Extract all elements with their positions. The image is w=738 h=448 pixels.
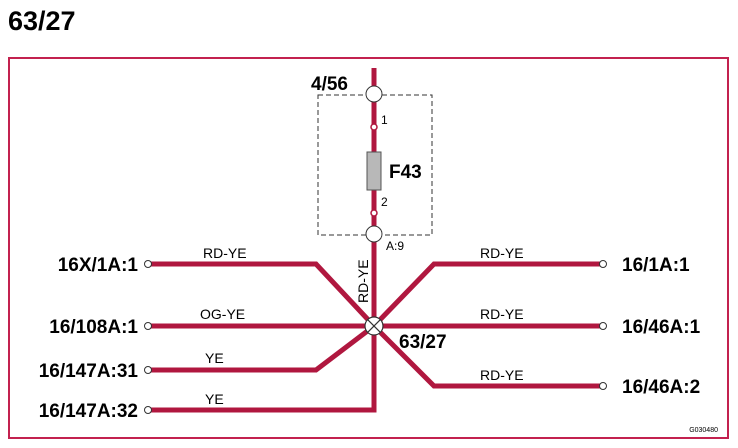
terminal-label-left-1: 16X/1A:1 bbox=[58, 255, 139, 276]
connector-a9-label: A:9 bbox=[386, 239, 404, 253]
wire-color-left-4: YE bbox=[205, 391, 224, 407]
terminal-label-left-2: 16/108A:1 bbox=[49, 317, 138, 338]
terminal-dot-left-3 bbox=[144, 366, 152, 374]
vertical-wire-color-label: RD-YE bbox=[355, 259, 371, 303]
fuse-f43 bbox=[366, 151, 382, 191]
splice-label: 63/27 bbox=[399, 332, 447, 353]
page-title: 63/27 bbox=[8, 6, 76, 36]
connector-4-56 bbox=[365, 85, 383, 103]
terminal-label-left-3: 16/147A:31 bbox=[39, 361, 139, 382]
wire-color-left-3: YE bbox=[205, 350, 224, 366]
terminal-dot-right-1 bbox=[599, 260, 607, 268]
terminal-dot-right-3 bbox=[599, 382, 607, 390]
wire-color-right-1: RD-YE bbox=[480, 245, 524, 261]
fuse-name-label: F43 bbox=[389, 162, 422, 183]
terminal-dot-left-1 bbox=[144, 260, 152, 268]
wire-color-left-1: RD-YE bbox=[203, 245, 247, 261]
terminal-dot-right-2 bbox=[599, 322, 607, 330]
wire-right-3 bbox=[372, 324, 603, 389]
wire-left-1 bbox=[148, 261, 376, 328]
drawing-code: G030480 bbox=[689, 427, 718, 434]
connector-a9 bbox=[365, 225, 383, 243]
terminal-dot-left-4 bbox=[144, 406, 152, 414]
wire-color-right-2: RD-YE bbox=[480, 306, 524, 322]
terminal-label-right-1: 16/1A:1 bbox=[622, 255, 690, 276]
wire-left-3 bbox=[148, 324, 376, 373]
fuse-pin-1-label: 1 bbox=[381, 113, 388, 127]
wire-color-right-3: RD-YE bbox=[480, 367, 524, 383]
wire-right-1 bbox=[372, 261, 603, 328]
terminal-dot-left-2 bbox=[144, 322, 152, 330]
terminal-label-left-4: 16/147A:32 bbox=[39, 401, 138, 422]
fuse-pin-2-dot bbox=[370, 209, 378, 217]
diagram-frame bbox=[8, 57, 729, 439]
terminal-label-right-2: 16/46A:1 bbox=[622, 317, 701, 338]
wire-color-left-2: OG-YE bbox=[200, 306, 245, 322]
fuse-pin-1-dot bbox=[370, 123, 378, 131]
splice-cross-2 bbox=[367, 319, 381, 333]
wire-left-4 bbox=[148, 326, 377, 413]
terminal-label-right-3: 16/46A:2 bbox=[622, 377, 700, 398]
fuse-pin-2-label: 2 bbox=[381, 195, 388, 209]
connector-4-56-label: 4/56 bbox=[311, 74, 348, 95]
